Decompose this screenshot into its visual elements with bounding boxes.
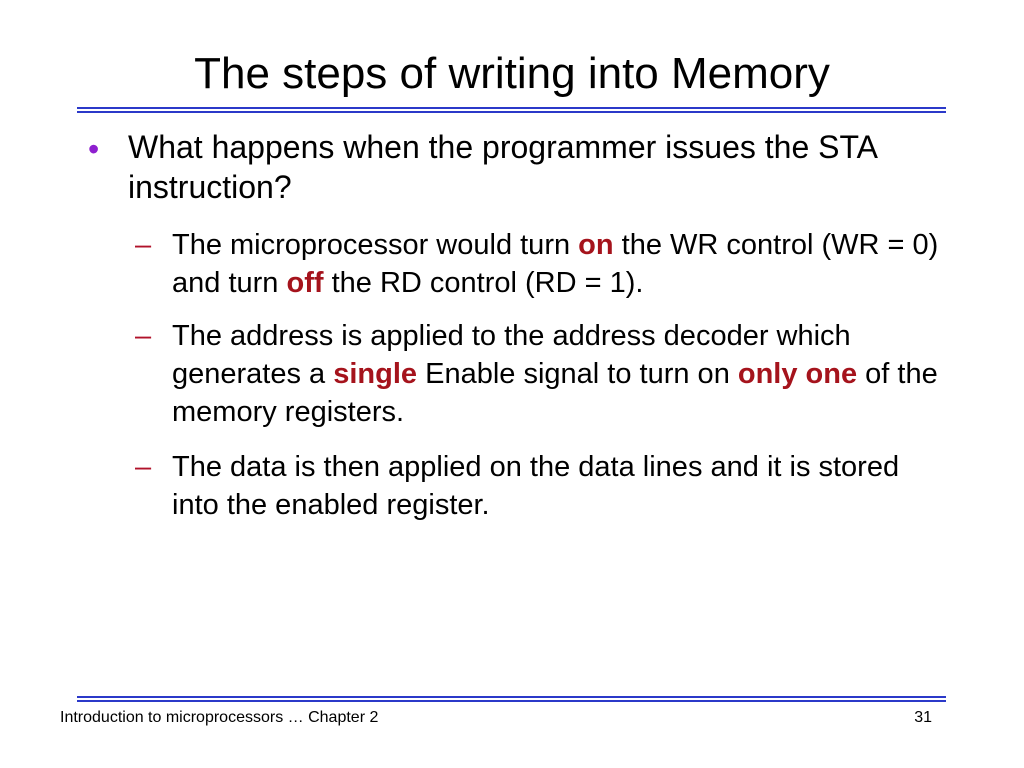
bullet-text: What happens when the programmer issues … [128, 129, 877, 205]
subbullet-text: The data is then applied on the data lin… [172, 451, 900, 521]
subbullet-text: The address is applied to the address de… [172, 320, 938, 428]
dash-icon: – [135, 229, 152, 261]
highlight-on: on [578, 229, 614, 261]
footer-rule [77, 696, 946, 702]
slide-title: The steps of writing into Memory [194, 49, 830, 98]
dash-icon: – [135, 320, 152, 352]
bullet-dot-icon: • [88, 131, 100, 167]
footer-text: Introduction to microprocessors … Chapte… [60, 709, 379, 726]
highlight-off: off [286, 267, 324, 299]
dash-icon: – [135, 451, 152, 483]
subbullet-text: The microprocessor would turn on the WR … [172, 229, 939, 299]
highlight-single: single [333, 358, 418, 390]
title-underline [77, 107, 946, 113]
highlight-only-one: only one [737, 358, 858, 390]
page-number: 31 [914, 709, 932, 726]
